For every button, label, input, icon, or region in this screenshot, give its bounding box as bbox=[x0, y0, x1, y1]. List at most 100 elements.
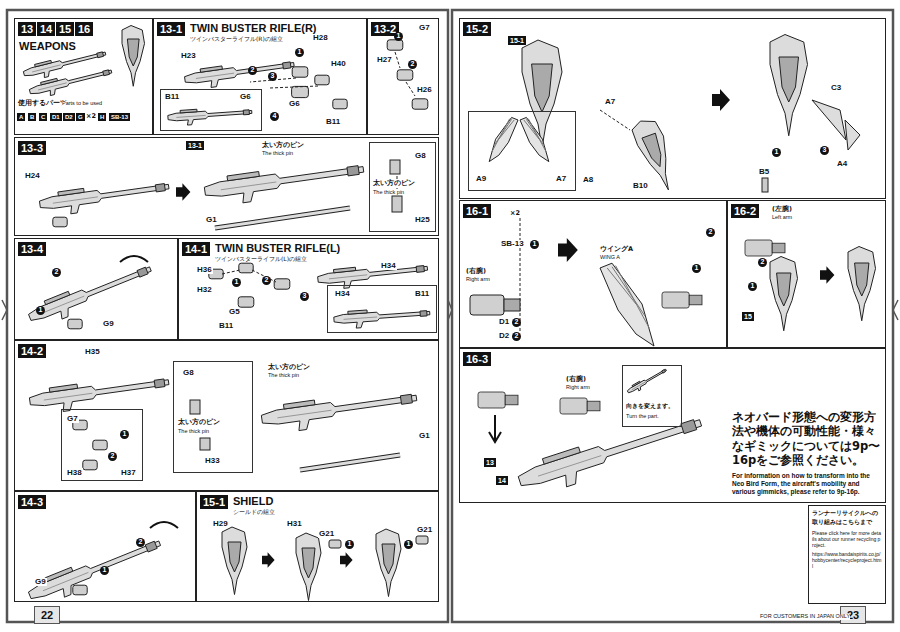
rifle-l-assembly bbox=[26, 260, 431, 609]
part-callout: H26 bbox=[416, 86, 433, 94]
part-callout: H23 bbox=[180, 52, 197, 60]
recycle-text-en: Please click here for more details about… bbox=[812, 530, 882, 548]
part-callout: H28 bbox=[312, 34, 329, 42]
note-text: 太い方のピン bbox=[178, 418, 220, 427]
part-callout: H29 bbox=[212, 520, 229, 528]
note-text: ×2 bbox=[86, 113, 96, 120]
section-subtitle: ツインバスターライフル(L)の組立 bbox=[215, 255, 307, 264]
detail-inset: B11 G6 bbox=[160, 89, 262, 131]
part-callout: B11 bbox=[218, 322, 234, 330]
reference-badge: 15 bbox=[742, 312, 754, 321]
step-number: 2 bbox=[52, 268, 61, 277]
part-callout: D2 bbox=[498, 332, 510, 340]
weapons-preview bbox=[22, 26, 144, 101]
section-title: TWIN BUSTER RIFLE(L) bbox=[215, 242, 340, 254]
step-number: 1 bbox=[772, 148, 781, 157]
part-callout: G9 bbox=[102, 320, 115, 328]
part-callout: A8 bbox=[582, 176, 594, 184]
step-number: 3 bbox=[820, 146, 829, 155]
step-number: 2 bbox=[262, 276, 271, 285]
step-badge: 16-1 bbox=[463, 204, 491, 218]
part-callout: B10 bbox=[632, 182, 649, 190]
step-number: 1 bbox=[692, 264, 701, 273]
part-letter: B bbox=[28, 113, 36, 121]
part-callout: H32 bbox=[196, 286, 213, 294]
note-text: 向きを変えます。 bbox=[626, 402, 674, 411]
note-text-en: WING A bbox=[600, 255, 620, 261]
step-number: 1 bbox=[530, 240, 539, 249]
part-callout: B11 bbox=[414, 289, 430, 298]
note-text-en: Left arm bbox=[772, 215, 792, 221]
step-number: 2 bbox=[758, 258, 767, 267]
detail-inset: G8太い方のピンThe thick pinH25 bbox=[369, 142, 436, 232]
step-panel: 14-2G7H38H37G8太い方のピンThe thick pinH33 bbox=[14, 340, 439, 491]
reference-badge: 13-1 bbox=[186, 141, 204, 150]
part-callout: G9 bbox=[34, 578, 47, 586]
part-callout: D1 bbox=[498, 318, 510, 326]
page-number: 22 bbox=[35, 607, 59, 623]
part-callout: H38 bbox=[66, 468, 83, 477]
part-callout: SB-13 bbox=[500, 240, 525, 248]
note-text: 太い方のピン bbox=[373, 179, 415, 188]
step-number: 3 bbox=[300, 292, 309, 301]
recycle-url: https://www.bandaispirits.co.jp/hobbycen… bbox=[812, 551, 882, 569]
step-number: 3 bbox=[268, 72, 277, 81]
part-callout: G8 bbox=[182, 368, 195, 377]
part-callout: B11 bbox=[164, 92, 180, 101]
step-badge: 14-3 bbox=[18, 495, 46, 509]
step-badge: 13-4 bbox=[18, 242, 46, 256]
part-letter: H bbox=[98, 113, 106, 121]
part-callout: G6 bbox=[239, 92, 252, 101]
part-callout: A7 bbox=[604, 98, 616, 106]
part-callout: H37 bbox=[120, 468, 137, 477]
part-callout: G1 bbox=[418, 432, 431, 440]
note-text-en: The thick pin bbox=[178, 428, 209, 434]
part-callout: C3 bbox=[830, 84, 842, 92]
part-callout: G1 bbox=[205, 216, 218, 224]
step-badge: 15-2 bbox=[463, 22, 491, 36]
step-badge: 14 bbox=[37, 22, 55, 36]
part-letter: D2 bbox=[63, 113, 75, 121]
step-number: 2 bbox=[706, 228, 715, 237]
step-badge: 14-2 bbox=[18, 344, 46, 358]
reference-badge: 14 bbox=[496, 476, 508, 485]
note-text-en: Turn the part. bbox=[626, 413, 659, 419]
detail-inset: G8太い方のピンThe thick pinH33 bbox=[173, 361, 253, 473]
note-text: 太い方のピン bbox=[268, 364, 310, 371]
part-callout: G21 bbox=[318, 530, 335, 538]
note-text-en: The thick pin bbox=[262, 151, 293, 157]
step-badge: 15-1 bbox=[200, 495, 228, 509]
part-callout: H24 bbox=[24, 172, 41, 180]
part-callout: H25 bbox=[414, 215, 431, 224]
part-letter: SB-13 bbox=[109, 113, 130, 121]
note-text: (左腕) bbox=[772, 206, 792, 213]
part-callout: H35 bbox=[84, 348, 101, 356]
step-badge: 14-1 bbox=[182, 242, 210, 256]
step-badge: 13 bbox=[18, 22, 36, 36]
step-panel: 13-4 bbox=[14, 238, 178, 340]
part-callout: A9 bbox=[475, 174, 487, 183]
step-badge: 16 bbox=[75, 22, 93, 36]
part-callout: A7 bbox=[555, 174, 567, 183]
section-title: SHIELD bbox=[233, 495, 273, 507]
detail-inset: G7H38H37 bbox=[61, 409, 143, 481]
rifle-barrel-assembly bbox=[26, 157, 402, 330]
part-callout: H34 bbox=[380, 262, 397, 270]
step-panel: 16-2 bbox=[727, 200, 886, 348]
step-number: 2 bbox=[136, 538, 145, 547]
note-text: 使用するパーツ bbox=[18, 100, 67, 107]
note-text: (右腕) bbox=[566, 376, 586, 383]
step-number: 4 bbox=[270, 112, 279, 121]
part-callout: H31 bbox=[286, 520, 303, 528]
step-number: 1 bbox=[394, 32, 403, 41]
step-badge: 13-3 bbox=[18, 141, 46, 155]
section-title: TWIN BUSTER RIFLE(R) bbox=[190, 22, 316, 34]
detail-inset: A9 A7 bbox=[468, 111, 576, 191]
step-panel: 15-2A9 A7 bbox=[459, 18, 886, 199]
part-letter: G bbox=[76, 113, 85, 121]
part-callout: G5 bbox=[228, 308, 241, 316]
step-badge: 15 bbox=[56, 22, 74, 36]
part-callout: H40 bbox=[330, 60, 347, 68]
note-text-en: FOR CUSTOMERS IN JAPAN ONLY bbox=[760, 614, 850, 620]
